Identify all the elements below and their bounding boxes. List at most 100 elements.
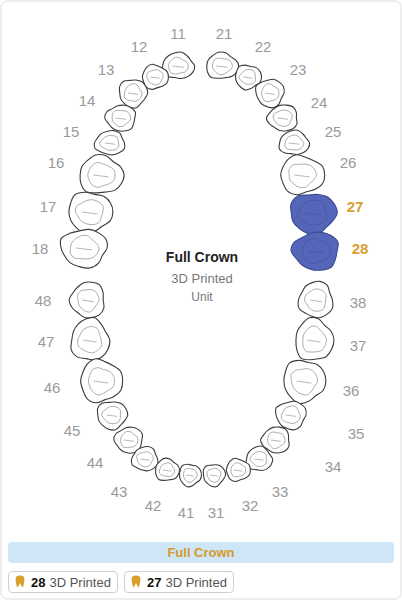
tooth-cusp [239,70,256,85]
tooth-fissure [140,459,149,460]
tooth-fissure [265,93,275,94]
tooth-outline [156,458,180,480]
tooth-shape [284,360,326,403]
tooth-outline [69,282,104,318]
tooth-number: 42 [145,498,162,513]
center-note: Unit [191,291,212,303]
tooth-shape [81,359,123,403]
tooth-shape [291,194,338,234]
tooth-outline [284,360,326,403]
tooth-fissure [163,470,171,471]
tooth-outline [71,317,110,360]
tooth-fissure [308,251,324,253]
tooth-outline [279,130,310,154]
tooth-cusp [305,289,327,311]
tooth-shape [80,155,124,193]
tooth-fissure [116,118,127,119]
tooth-outline [131,446,158,470]
tooth-outline [298,281,333,318]
tooth-outline [291,232,338,270]
tooth-number: 22 [255,39,272,54]
tooth-icon [14,575,26,589]
tooth-chip: 283D Printed [8,571,118,593]
tooth-shape [275,401,306,430]
tooth-number: 24 [311,95,328,110]
tooth-cusp [137,452,154,467]
tooth-fissure [105,143,116,144]
tooth-number: 46 [44,380,61,395]
tooth-number: 18 [32,241,49,256]
tooth-outline [226,458,250,481]
tooth-fissure [286,415,297,416]
tooth-number: 14 [79,93,96,108]
tooth-shape [266,105,297,131]
tooth-number: 25 [325,124,342,139]
tooth-shape [291,232,338,270]
tooth-chip: 273D Printed [124,571,234,593]
tooth-shape [94,131,125,155]
tooth-outline [266,105,297,131]
tooth-shape [105,105,136,131]
tooth-cusp [268,432,285,449]
tooth-outline [207,52,239,78]
tooth-shape [69,282,104,318]
tooth-cusp [273,110,292,126]
tooth-shape [279,130,310,154]
tooth-fissure [128,93,138,94]
tooth-number: 38 [350,295,367,310]
tooth-shape [296,317,334,359]
tooth-outline [281,155,325,195]
tooth-number: 44 [87,455,104,470]
tooth-number: 48 [35,293,52,308]
tooth-shape [179,464,201,487]
tooth-shape [298,281,333,318]
tooth-cusp [102,406,121,423]
tooth-fissure [216,66,227,67]
tooth-shape [142,64,168,89]
chip-text: 3D Printed [165,575,226,590]
tooth-cusp [159,463,174,477]
tooth-cusp [75,200,103,225]
tooth-icon-shape [132,576,141,588]
tooth-cusp [70,235,99,259]
tooth-fissure [234,470,242,471]
tooth-cusp [285,135,304,150]
tooth-number: 13 [98,62,115,77]
tooth-fissure [124,440,134,441]
tooth-outline [105,105,136,131]
tooth-shape [226,458,250,481]
tooth-number: 16 [48,155,65,170]
tooth-number: 31 [208,505,225,520]
tooth-number: 32 [242,498,259,513]
tooth-cusp [298,200,327,225]
tooth-outline [275,401,306,430]
tooth-cusp [184,468,198,482]
tooth-fissure [172,66,183,67]
tooth-outline [94,131,125,155]
tooth-shape [69,192,113,233]
tooth-number: 36 [343,383,360,398]
tooth-fissure [83,340,96,342]
tooth-shape [281,155,325,195]
tooth-fissure [93,175,108,177]
tooth-number: 26 [340,155,357,170]
tooth-fissure [305,213,321,215]
tooth-cusp [289,164,317,188]
tooth-shape [207,52,239,78]
tooth-shape [203,465,225,487]
tooth-fissure [254,459,263,460]
tooth-fissure [94,381,109,383]
tooth-number: 34 [325,459,342,474]
tooth-number: 27 [347,199,364,214]
tooth-number: 45 [64,423,81,438]
tooth-outline [179,464,201,487]
tooth-outline [69,192,113,233]
tooth-fissure [278,118,289,119]
tooth-cusp [78,289,100,312]
chip-text: 3D Printed [49,575,110,590]
tooth-cusp [302,239,331,264]
tooth-number: 47 [38,334,55,349]
center-subtitle: 3D Printed [171,272,232,285]
